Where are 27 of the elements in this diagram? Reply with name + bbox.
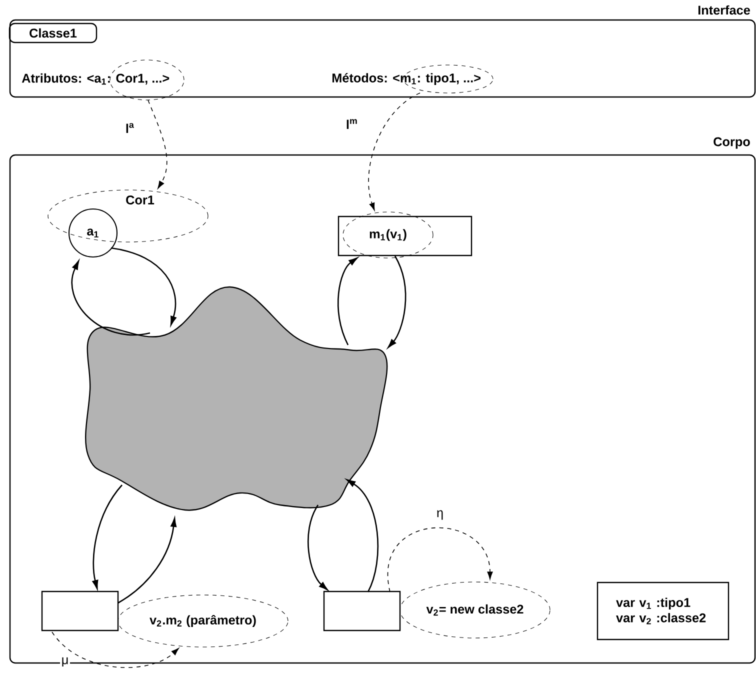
arrow	[337, 257, 358, 346]
object-box: var v$_{1}$ :tipo1 var v$_{2}$ :classe2	[596, 582, 730, 640]
text-label: Atributos: <a$_{1}$: Cor1, ...>	[22, 73, 170, 85]
arrow	[346, 479, 379, 592]
edge-label: η	[435, 508, 445, 522]
object-box	[41, 590, 119, 632]
arrow	[71, 260, 150, 336]
arrow	[52, 632, 180, 668]
arrow	[368, 92, 420, 211]
node-label: Interface	[698, 5, 750, 15]
arrow	[118, 518, 177, 604]
edge-label: l$^{m}$	[344, 118, 360, 130]
node-label: Corpo	[714, 137, 750, 149]
blob-shape	[85, 286, 388, 511]
arrow	[388, 256, 406, 348]
object-box	[338, 216, 472, 256]
edge-label: l$^{a}$	[124, 122, 136, 134]
arrow	[148, 100, 168, 189]
text-label: Métodos: <m$_{1}$: tipo1, ...>	[332, 73, 480, 85]
class-name-tab: Classe1	[8, 22, 98, 44]
edge-label: μ	[60, 656, 70, 668]
arrow	[308, 504, 328, 590]
arrow	[92, 484, 123, 590]
arrow	[110, 247, 176, 326]
dashed-ellipse	[110, 60, 184, 100]
object-box	[323, 590, 401, 632]
arrow	[387, 528, 493, 592]
